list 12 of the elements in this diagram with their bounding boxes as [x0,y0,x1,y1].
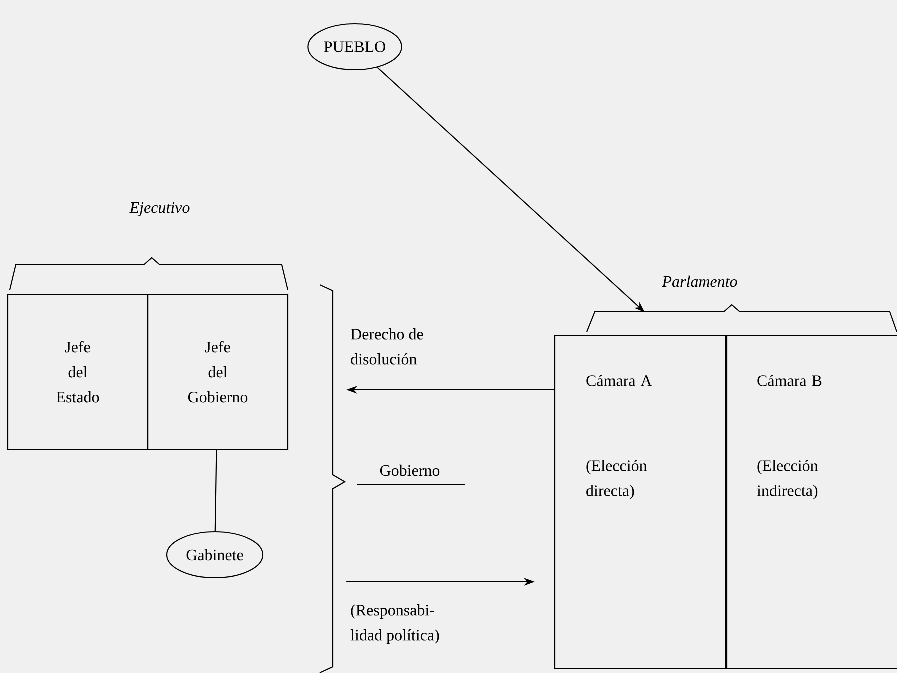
chamber-column: Cámara B (Elección indirecta) [725,335,897,670]
ellipse-node: Gabinete [166,531,264,579]
curly-bracket [320,284,346,673]
brace-label: Parlamento [586,276,897,332]
edge-label: Derecho de disolución [351,328,424,365]
ellipse-node: PUEBLO [308,23,402,71]
underlined-label: Gobierno [357,464,465,486]
chamber-column: Cámara A (Elección directa) [554,335,728,670]
edge-label: (Responsabi-lidad política) [350,604,440,644]
brace-label: Ejecutivo [9,202,289,290]
table-cell: Jefe del Gobierno [147,294,289,450]
table-cell: Jefe del Estado [7,294,149,450]
